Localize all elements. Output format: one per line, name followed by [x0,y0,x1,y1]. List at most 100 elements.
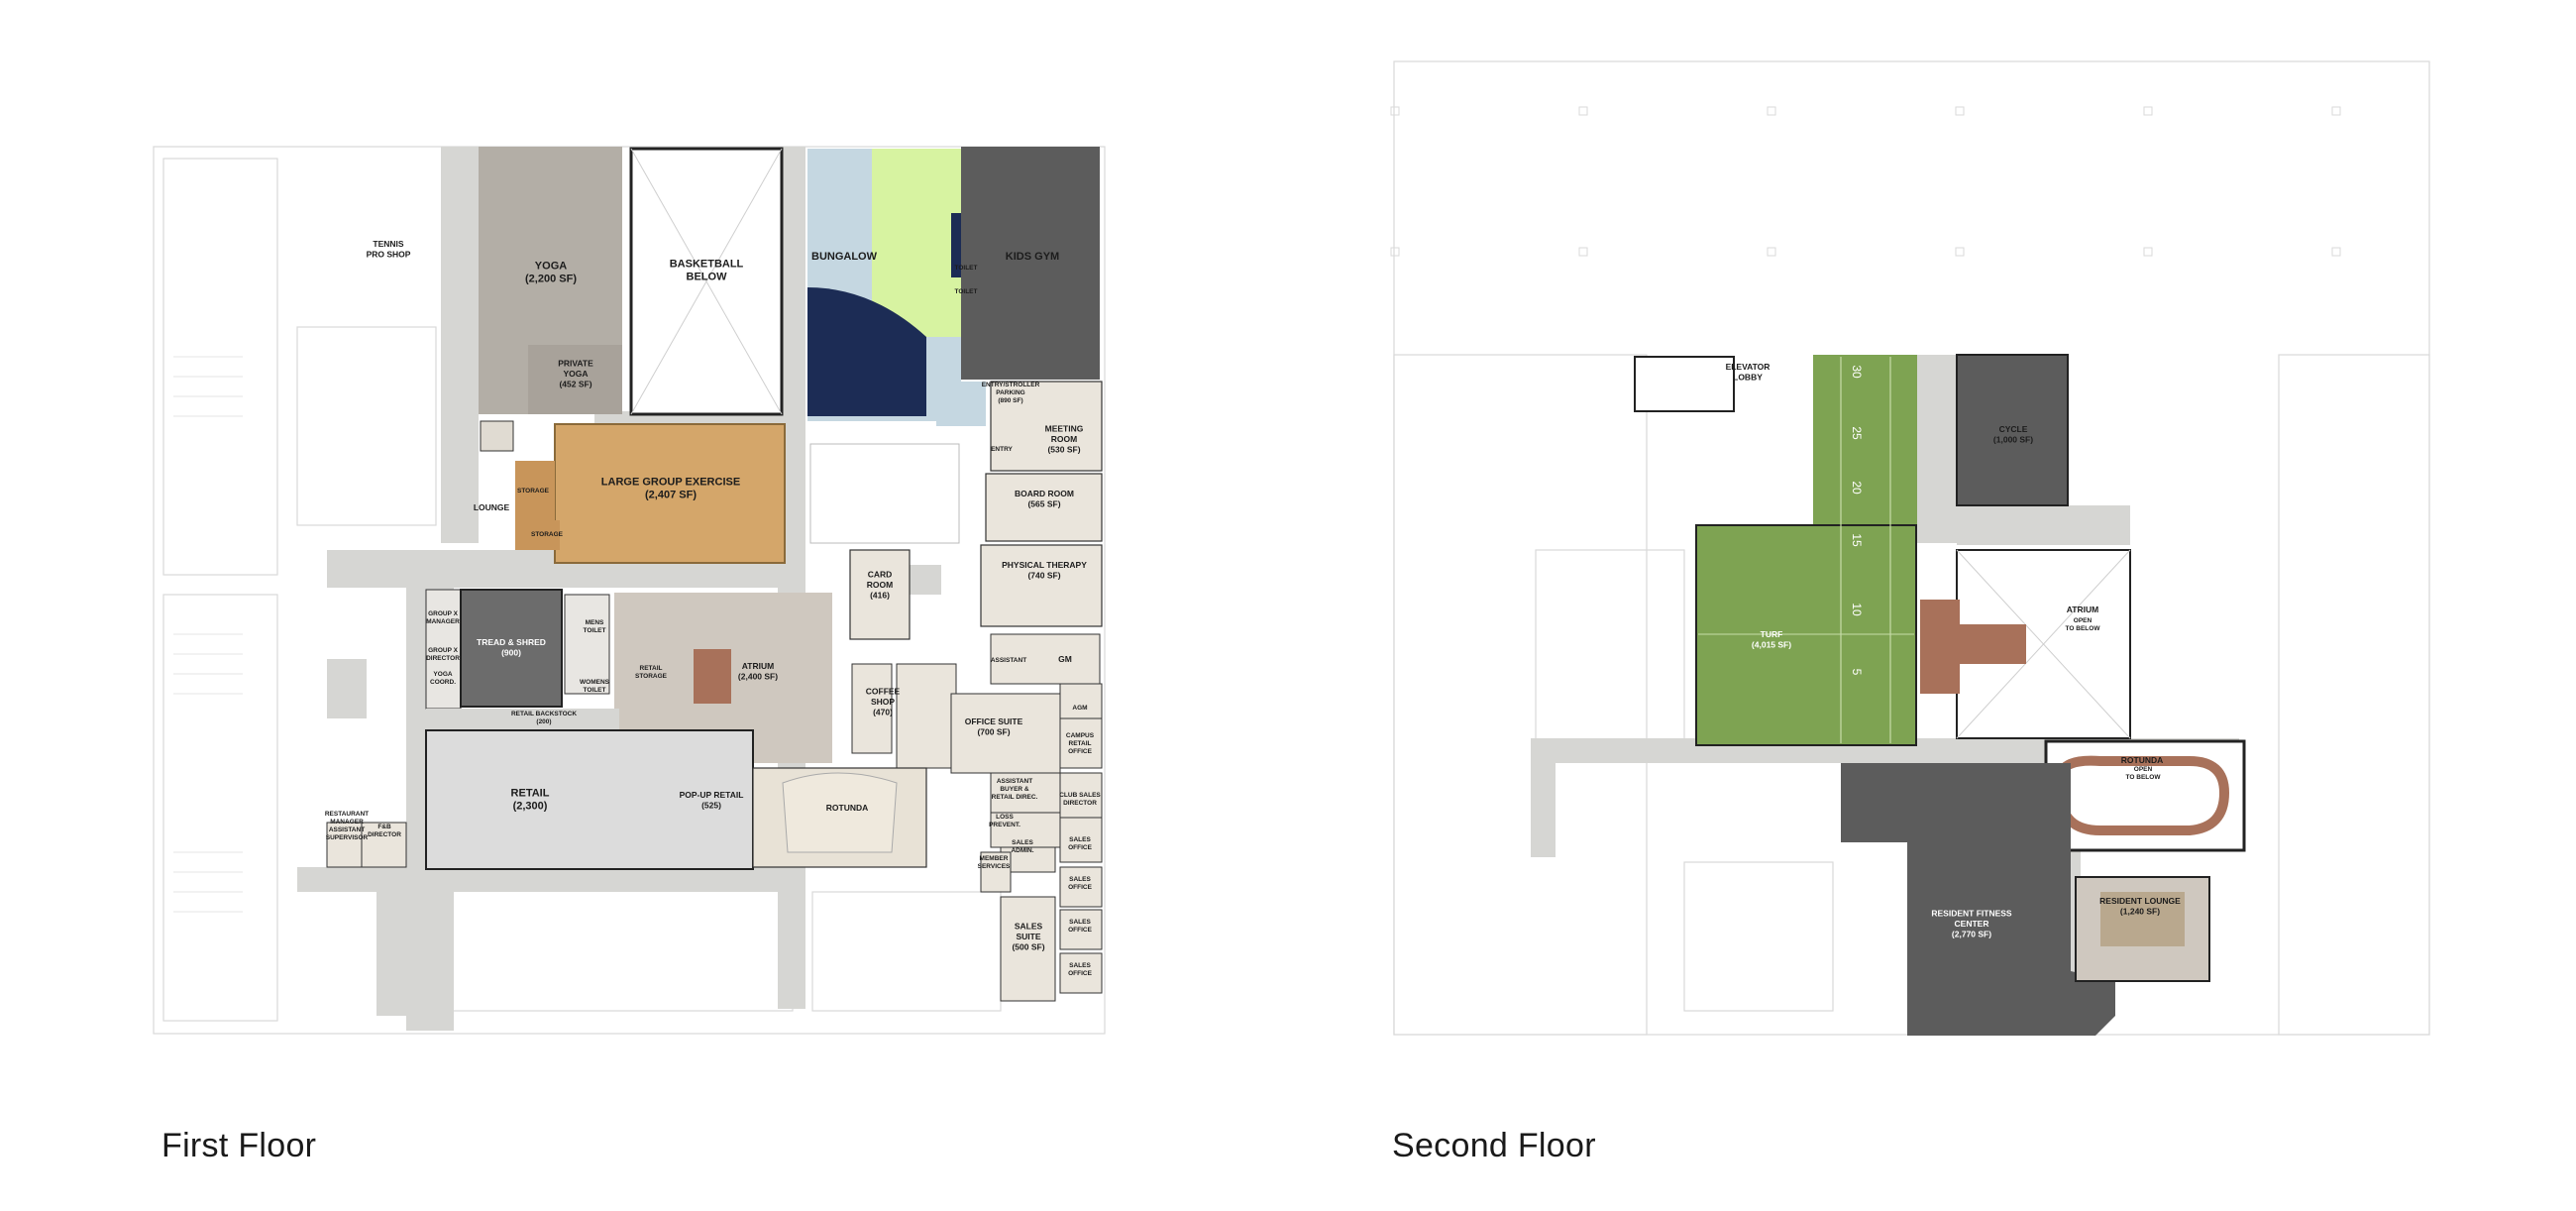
room-label-line: (452 SF) [559,380,591,389]
yard-mark: 5 [1850,669,1864,676]
room-label-line: SUPERVISOR [326,834,369,841]
room-label-line: ASSISTANT [997,778,1032,785]
room-label-line: MEMBER [980,855,1009,862]
room-label-line: COFFEE [866,687,901,697]
room-label-line: GROUP X [428,647,459,654]
second-floor-rooms [1634,354,2246,1036]
room-label-line: TOILET [584,627,606,634]
room-label-line: MANAGER [426,618,460,625]
room-label-office-suite: OFFICE SUITE(700 SF) [965,716,1023,737]
room-label-line: TENNIS [373,239,404,249]
room-label-line: BUYER & [1000,786,1029,793]
room-label-physical: PHYSICAL THERAPY(740 SF) [1002,560,1087,581]
room-label-line: (900) [501,647,521,657]
room-label-large-group: LARGE GROUP EXERCISE(2,407 SF) [601,477,740,501]
room-label-line: (2,200 SF) [525,274,577,285]
room-label-line: STORAGE [517,488,550,495]
room-label-line: RETAIL [640,665,663,672]
room-label-rotunda-1: ROTUNDA [826,803,869,813]
room-label-line: PREVENT. [989,822,1020,828]
room-label-line: TURF [1761,629,1783,639]
second-floor-title: Second Floor [1392,1127,1596,1164]
room-label-line: OFFICE [1068,884,1092,891]
room-label-line: RETAIL BACKSTOCK [511,711,577,717]
second-floor-columns [1390,106,2341,257]
yard-mark: 10 [1850,603,1864,616]
room-label-line: LOBBY [1733,372,1763,382]
room-label-toilet-a: TOILET [955,265,978,272]
room-label-line: CARD [868,570,893,580]
room-label-line: SALES [1069,962,1091,969]
room-label-line: WOMENS [580,679,610,686]
room-label-line: TOILET [584,687,606,694]
room-label-retail-backstock: RETAIL BACKSTOCK(200) [511,711,577,725]
room-label-resident-lounge: RESIDENT LOUNGE(1,240 SF) [2099,896,2181,917]
room-label-line: DIRECTOR [426,655,460,662]
room-label-line: TOILET [955,265,978,272]
room-label-line: (470) [873,708,893,717]
yard-mark: 25 [1850,426,1864,440]
room-label-line: ROOM [1051,434,1077,444]
room-label-line: RESIDENT LOUNGE [2099,896,2181,906]
room-label-tread: TREAD & SHRED(900) [477,637,546,658]
room-label-assistant: ASSISTANT [991,657,1026,664]
room-label-line: LOSS [996,814,1014,821]
room-label-line: SALES [1012,839,1033,846]
room-label-line: BOARD ROOM [1015,489,1074,498]
room-label-line: OPEN [2074,617,2093,624]
room-label-line: (500 SF) [1012,942,1044,952]
yard-mark: 15 [1850,533,1864,547]
room-label-line: SALES [1069,919,1091,926]
first-floor-rooms [326,147,1103,1002]
room-label-line: ELEVATOR [1726,362,1771,372]
first-floor-title: First Floor [161,1127,317,1164]
room-label-agm: AGM [1072,705,1087,712]
room-label-line: GROUP X [428,610,459,617]
room-label-line: OFFICE [1068,970,1092,977]
room-label-line: (530 SF) [1047,445,1080,455]
room-label-line: RETAIL [1069,740,1092,747]
room-label-line: DIRECTOR [368,831,401,838]
room-label-popup: POP-UP RETAIL(525) [680,790,744,811]
room-label-line: ENTRY [991,446,1013,453]
room-label-line: TO BELOW [2126,774,2162,781]
room-label-line: YOGA [563,369,588,379]
room-label-line: COORD. [430,679,456,686]
room-label-line: KIDS GYM [1006,251,1059,263]
room-label-line: AGM [1072,705,1087,712]
room-label-line: STORAGE [531,531,564,538]
room-label-bungalow: BUNGALOW [811,251,878,263]
room-label-line: (740 SF) [1027,570,1060,580]
room-label-line: RESIDENT FITNESS [1931,909,2012,919]
room-label-line: GM [1058,654,1072,664]
room-label-line: SUITE [1016,932,1040,941]
room-label-line: ATRIUM [742,661,774,671]
room-label-line: STORAGE [635,673,668,680]
room-label-board: BOARD ROOM(565 SF) [1015,489,1074,509]
room-label-line: CLUB SALES [1059,792,1101,799]
room-label-line: (565 SF) [1027,498,1060,508]
room-label-line: RETAIL DIREC. [992,794,1038,801]
